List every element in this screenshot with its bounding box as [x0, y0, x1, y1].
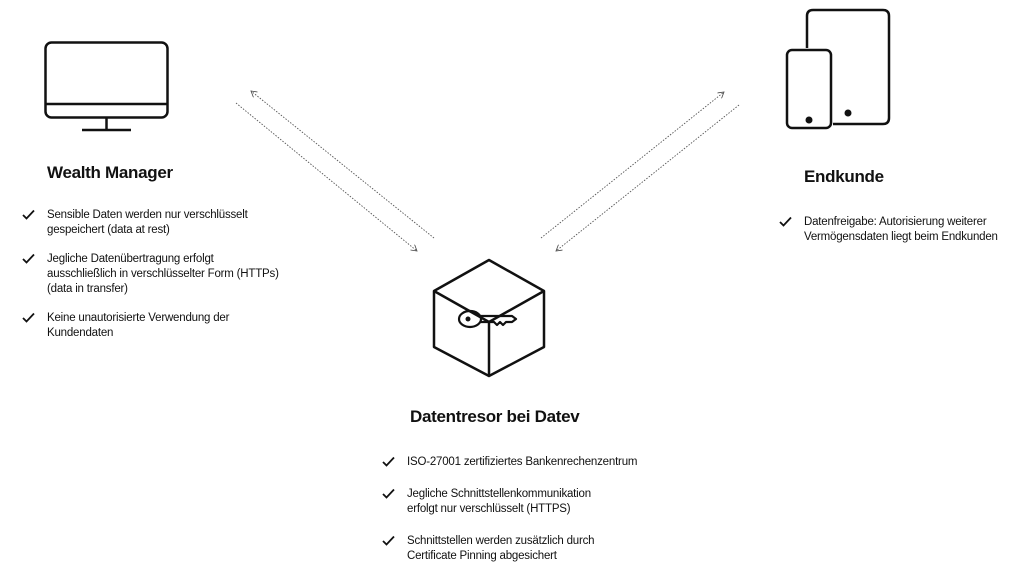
checkmark-icon [779, 216, 792, 227]
list-item: Datenfreigabe: Autorisierung weiterer Ve… [779, 215, 1019, 245]
list-item: Jegliche Datenübertragung erfolgt aussch… [22, 252, 322, 297]
arrow-to-wealth-manager [251, 91, 435, 239]
wealth-manager-points: Sensible Daten werden nur verschlüsselt … [22, 208, 322, 355]
arrow-to-datentresor-right [556, 104, 740, 251]
datentresor-title: Datentresor bei Datev [410, 407, 580, 426]
list-item-text: Keine unautorisierte Verwendung der Kund… [47, 312, 230, 339]
list-item-text: Datenfreigabe: Autorisierung weiterer Ve… [804, 216, 998, 243]
arrow-to-endkunde [540, 92, 724, 239]
list-item-text: ISO-27001 zertifiziertes Bankenrechenzen… [407, 456, 638, 468]
list-item: ISO-27001 zertifiziertes Bankenrechenzen… [382, 455, 712, 470]
datentresor-points: ISO-27001 zertifiziertes Bankenrechenzen… [382, 455, 712, 564]
list-item: Jegliche Schnittstellenkommunikation erf… [382, 487, 712, 517]
checkmark-icon [22, 312, 35, 323]
list-item-text: Jegliche Schnittstellenkommunikation erf… [407, 488, 591, 515]
list-item: Sensible Daten werden nur verschlüsselt … [22, 208, 322, 238]
checkmark-icon [382, 488, 395, 499]
key-box-icon [432, 258, 546, 378]
list-item-text: Schnittstellen werden zusätzlich durch C… [407, 535, 595, 562]
wealth-manager-title: Wealth Manager [47, 163, 173, 182]
checkmark-icon [382, 535, 395, 546]
list-item-text: Sensible Daten werden nur verschlüsselt … [47, 209, 248, 236]
monitor-icon [44, 41, 169, 132]
mobile-devices-icon [785, 8, 891, 130]
checkmark-icon [382, 456, 395, 467]
checkmark-icon [22, 253, 35, 264]
endkunde-title: Endkunde [804, 167, 884, 186]
endkunde-points: Datenfreigabe: Autorisierung weiterer Ve… [779, 215, 1019, 259]
checkmark-icon [22, 209, 35, 220]
list-item: Schnittstellen werden zusätzlich durch C… [382, 534, 712, 564]
list-item-text: Jegliche Datenübertragung erfolgt aussch… [47, 253, 279, 295]
list-item: Keine unautorisierte Verwendung der Kund… [22, 311, 322, 341]
